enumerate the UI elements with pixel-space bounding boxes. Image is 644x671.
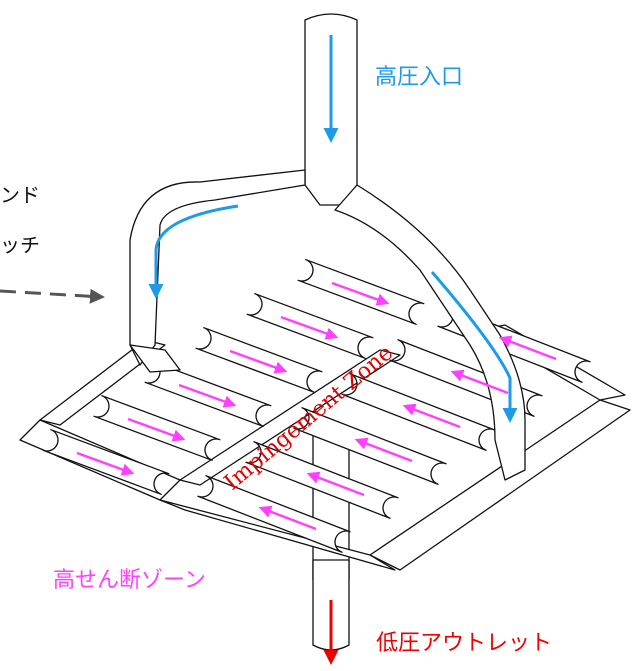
shear-arrow-left bbox=[402, 403, 461, 429]
side-label-line2: ッチ bbox=[0, 233, 40, 257]
left-channel-tube bbox=[93, 395, 221, 461]
shear-arrow-right bbox=[127, 417, 186, 442]
shear-arrow-right bbox=[76, 451, 135, 476]
left-channel-tube bbox=[195, 327, 323, 393]
shear-arrow-right bbox=[178, 383, 237, 408]
shear-arrow-left bbox=[450, 369, 509, 395]
dashed-indicator-arrow bbox=[0, 288, 105, 304]
shear-arrow-right bbox=[280, 315, 339, 340]
high-shear-zone-label: 高せん断ゾーン bbox=[53, 568, 206, 593]
inlet-flow-arrows bbox=[148, 35, 518, 423]
left-branch-arrow bbox=[148, 204, 239, 299]
shear-arrow-left bbox=[354, 437, 413, 463]
left-channel-tube bbox=[297, 259, 425, 325]
low-pressure-outlet-label: 低圧アウトレット bbox=[376, 631, 552, 656]
shear-flow-arrows bbox=[76, 281, 557, 531]
left-channel-tube bbox=[42, 429, 170, 495]
shear-arrow-right bbox=[229, 349, 288, 374]
left-channel-tube bbox=[246, 293, 374, 359]
right-branch-arrow bbox=[430, 271, 518, 423]
shear-arrow-right bbox=[331, 281, 390, 306]
left-channel-tube bbox=[144, 361, 272, 427]
high-pressure-inlet-label: 高圧入口 bbox=[375, 65, 463, 90]
shear-arrow-left bbox=[306, 471, 365, 497]
side-label-line1: ンド bbox=[0, 183, 40, 207]
shear-arrow-left bbox=[498, 335, 557, 361]
left-channel-bank bbox=[42, 259, 425, 495]
shear-arrow-left bbox=[258, 505, 317, 531]
right-channel-bank bbox=[197, 305, 591, 553]
